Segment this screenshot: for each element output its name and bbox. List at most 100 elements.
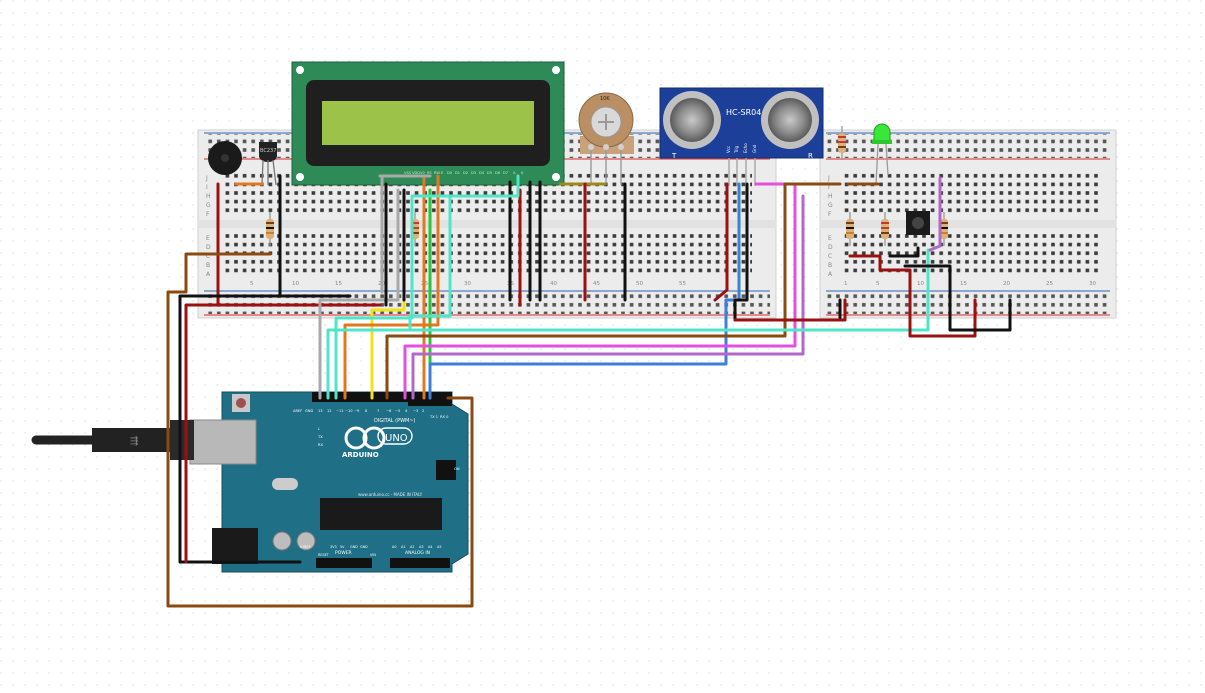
analog-pin-labels: A0 A1 A2 A3 A4 A5 xyxy=(392,545,441,549)
digital-pin-labels: 13 12 ~11 ~10 ~9 8 7 ~6 ~5 4 ~3 2 TX 1 R… xyxy=(318,409,449,419)
digital-pin: 8 xyxy=(365,409,368,413)
lcd-pin: D2 xyxy=(463,171,468,175)
lcd-screen xyxy=(322,101,534,145)
lcd-pin: D4 xyxy=(479,171,485,175)
buzzer xyxy=(208,141,242,175)
digital-pin: ~9 xyxy=(354,409,360,413)
board-labels: AREF GND IOREF TX RX L ON xyxy=(293,409,460,549)
digital-pin: ~11 xyxy=(336,409,344,413)
resistor-1 xyxy=(266,212,274,246)
col-number: 30 xyxy=(1089,281,1096,287)
digital-label: DIGITAL (PWM~) xyxy=(374,418,416,424)
lcd-pin: V0 xyxy=(420,171,425,175)
col-number: 10 xyxy=(917,281,924,287)
arduino-brand: ARDUINO xyxy=(342,451,379,459)
col-number: 30 xyxy=(464,281,471,287)
col-number: 10 xyxy=(292,281,299,287)
col-number: 15 xyxy=(960,281,967,287)
col-number: 5 xyxy=(250,281,254,287)
row-label: E xyxy=(828,235,832,242)
power-pin: 3V3 xyxy=(330,545,337,549)
row-label: D xyxy=(828,244,833,251)
lcd-pin: D7 xyxy=(503,171,508,175)
power-pin: GND xyxy=(360,545,368,549)
col-number: 50 xyxy=(636,281,643,287)
analog-pin: A2 xyxy=(410,545,414,549)
row-label: B xyxy=(206,262,210,269)
lcd-pin: VDD xyxy=(412,171,420,175)
row-labels-right: J I H G F E D C B A xyxy=(827,175,833,278)
power-pin: 5V xyxy=(340,545,345,549)
rx-label: RX xyxy=(318,443,323,447)
ultrasonic-sensor: HC-SR04 T R Vcc Trig Echo Gnd xyxy=(659,87,824,186)
url-label: www.arduino.cc - MADE IN ITALY xyxy=(358,492,423,497)
row-label: I xyxy=(828,184,830,191)
col-number: 55 xyxy=(679,281,686,287)
col-number: 45 xyxy=(593,281,600,287)
lcd-pin: D1 xyxy=(455,171,460,175)
row-label: H xyxy=(828,193,833,200)
row-label: J xyxy=(205,175,208,182)
power-pin-labels: RESET 3V3 5V GND GND VIN xyxy=(318,545,376,557)
row-label: J xyxy=(827,175,830,182)
row-label: F xyxy=(828,211,832,218)
transistor: BC237 xyxy=(259,142,277,186)
row-label: C xyxy=(206,253,210,260)
power-label: POWER xyxy=(335,550,352,556)
digital-pin: 2 xyxy=(422,409,424,413)
potentiometer: 10K xyxy=(578,92,634,185)
analog-pin: A0 xyxy=(392,545,396,549)
analog-pin: A3 xyxy=(419,545,423,549)
power-pin: RESET xyxy=(318,553,330,557)
sensor-pin: Trig xyxy=(734,145,739,154)
l-label: L xyxy=(318,427,320,431)
tx-label: TX xyxy=(317,435,323,439)
row-label: A xyxy=(828,271,833,278)
sensor-pin-labels: Vcc Trig Echo Gnd xyxy=(726,143,757,154)
on-label: ON xyxy=(454,467,460,471)
digital-pin: 12 xyxy=(327,409,332,413)
sensor-pin: Echo xyxy=(743,143,748,153)
row-label: H xyxy=(206,193,211,200)
row-label: C xyxy=(828,253,832,260)
col-number: 5 xyxy=(876,281,880,287)
resistor-4 xyxy=(846,212,854,246)
digital-pin: RX 0 xyxy=(440,415,449,419)
row-label: I xyxy=(206,184,208,191)
sensor-pin: Vcc xyxy=(726,146,731,153)
row-labels-left: J I H G F E D C B A xyxy=(205,175,211,278)
arduino-uno: ARDUINO UNO DIGITAL (PWM~) www.arduino.c… xyxy=(189,391,469,573)
aref-label: AREF xyxy=(293,409,302,413)
row-label: G xyxy=(828,202,833,209)
ioref-label: IOREF xyxy=(300,545,311,549)
lcd-pin: D6 xyxy=(495,171,501,175)
power-pin: VIN xyxy=(370,553,376,557)
gnd-label: GND xyxy=(305,409,313,413)
transistor-label: BC237 xyxy=(260,148,276,154)
digital-pin: TX 1 xyxy=(429,415,438,419)
digital-pin: 7 xyxy=(377,409,379,413)
sensor-r-label: R xyxy=(808,152,813,160)
digital-pin: 4 xyxy=(405,409,408,413)
col-numbers-right: 1 5 10 15 20 25 30 xyxy=(844,281,1096,287)
row-label: B xyxy=(828,262,832,269)
lcd-pin: D3 xyxy=(471,171,476,175)
col-number: 15 xyxy=(335,281,342,287)
resistor-5 xyxy=(881,212,889,246)
analog-label: ANALOG IN xyxy=(405,550,430,556)
analog-pin: A1 xyxy=(401,545,405,549)
lcd-pin: E xyxy=(441,171,444,175)
lcd-pin: D0 xyxy=(447,171,453,175)
col-number: 40 xyxy=(550,281,557,287)
digital-pin: ~5 xyxy=(395,409,400,413)
lcd-pin: D5 xyxy=(487,171,492,175)
breadboard-right xyxy=(819,129,1117,319)
led-green xyxy=(872,123,892,186)
lcd-pin: RS xyxy=(427,171,432,175)
arduino-model: UNO xyxy=(385,433,408,444)
digital-pin: ~6 xyxy=(386,409,392,413)
wires xyxy=(166,174,1012,608)
lcd-pin-labels: VSS VDD V0 RS RW E D0 D1 D2 D3 D4 D5 D6 … xyxy=(404,171,524,175)
